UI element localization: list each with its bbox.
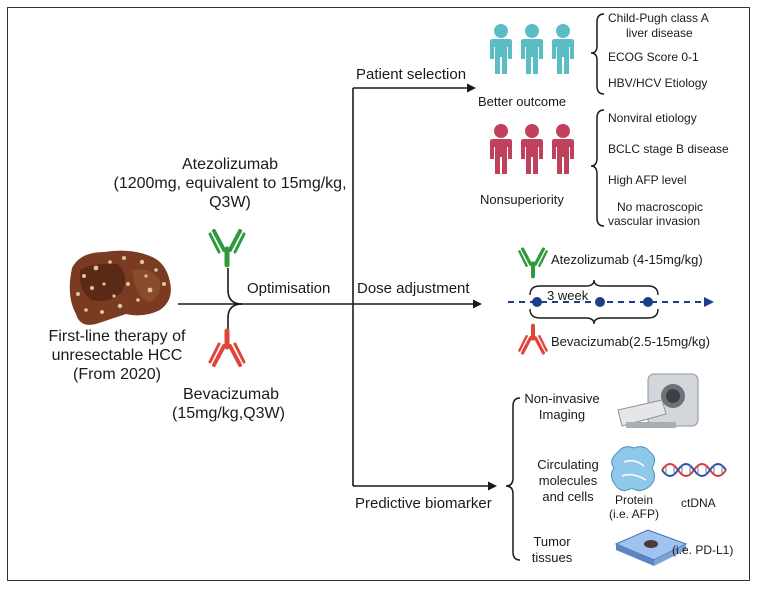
nonsuperiority-label: Nonsuperiority	[480, 192, 564, 207]
liver-image	[69, 250, 171, 325]
tumor-label-line1: Tumor	[533, 534, 571, 549]
dose-interval-brace-top	[529, 279, 659, 296]
dose-interval-label: 3 week	[547, 288, 589, 303]
therapy-line2: unresectable HCC	[51, 347, 183, 364]
imaging-label-line2: Imaging	[538, 407, 586, 422]
patient-selection-label: Patient selection	[356, 66, 467, 83]
dose-point-1	[532, 297, 542, 307]
dose-atezolizumab-label: Atezolizumab (4-15mg/kg)	[551, 252, 703, 267]
pdl1-label: (i.e. PD-L1)	[672, 543, 734, 557]
dose-bevacizumab-label: Bevacizumab(2.5-15mg/kg)	[551, 334, 710, 349]
nonsuperiority-people-icon	[490, 124, 574, 174]
nonsuperiority-item-3: High AFP level	[608, 173, 687, 187]
dose-adjustment-label: Dose adjustment	[357, 280, 470, 297]
better-outcome-item-3: HBV/HCV Etiology	[608, 76, 708, 90]
bevacizumab-dose: (15mg/kg,Q3W)	[172, 405, 285, 422]
optimisation-curve-top	[227, 268, 243, 305]
better-outcome-bracket	[590, 13, 605, 95]
predictive-biomarker-label: Predictive biomarker	[355, 495, 492, 512]
imaging-label-line1: Non-invasive	[524, 391, 600, 406]
better-outcome-item-2: ECOG Score 0-1	[608, 50, 699, 64]
dose-bevacizumab-icon	[519, 326, 546, 353]
ctdna-icon	[661, 463, 727, 477]
protein-label-line1: Protein	[614, 493, 654, 507]
nonsuperiority-item-4: No macroscopic	[617, 200, 704, 214]
circulating-label-line1: Circulating	[537, 457, 599, 472]
atezolizumab-antibody-icon	[210, 231, 244, 265]
circulating-label-line3: and cells	[542, 489, 594, 504]
optimisation-curve-bottom	[227, 303, 243, 340]
better-outcome-people-icon	[490, 24, 574, 74]
atezolizumab-title: Atezolizumab	[181, 156, 279, 173]
protein-icon	[610, 446, 656, 492]
atezolizumab-dose-line1: (1200mg, equivalent to 15mg/kg,	[113, 175, 347, 192]
biomarker-bracket	[505, 397, 521, 561]
figure-border	[7, 7, 750, 581]
circulating-label-line2: molecules	[538, 473, 598, 488]
nonsuperiority-item-1: Nonviral etiology	[608, 111, 697, 125]
dose-point-2	[595, 297, 605, 307]
better-outcome-item-1b: liver disease	[626, 26, 693, 40]
nonsuperiority-item-2: BCLC stage B disease	[608, 142, 729, 156]
nonsuperiority-item-4b: vascular invasion	[608, 214, 701, 228]
dose-point-3	[643, 297, 653, 307]
bevacizumab-title: Bevacizumab	[183, 386, 280, 403]
therapy-line1: First-line therapy of	[48, 328, 186, 345]
therapy-line3: (From 2020)	[72, 366, 162, 383]
ctdna-label: ctDNA	[681, 496, 716, 510]
nonsuperiority-bracket	[590, 109, 605, 227]
protein-label-line2: (i.e. AFP)	[608, 507, 659, 521]
dose-interval-brace-bottom	[529, 308, 659, 325]
better-outcome-item-1: Child-Pugh class A	[608, 11, 709, 25]
tissue-slide-icon	[614, 529, 688, 566]
tumor-label-line2: tissues	[531, 550, 573, 565]
dose-atezolizumab-icon	[519, 249, 546, 276]
bevacizumab-antibody-icon	[210, 331, 244, 365]
ct-scanner-icon	[617, 373, 699, 428]
optimisation-label: Optimisation	[247, 280, 331, 297]
atezolizumab-dose-line2: Q3W)	[209, 194, 251, 211]
better-outcome-label: Better outcome	[478, 94, 567, 109]
